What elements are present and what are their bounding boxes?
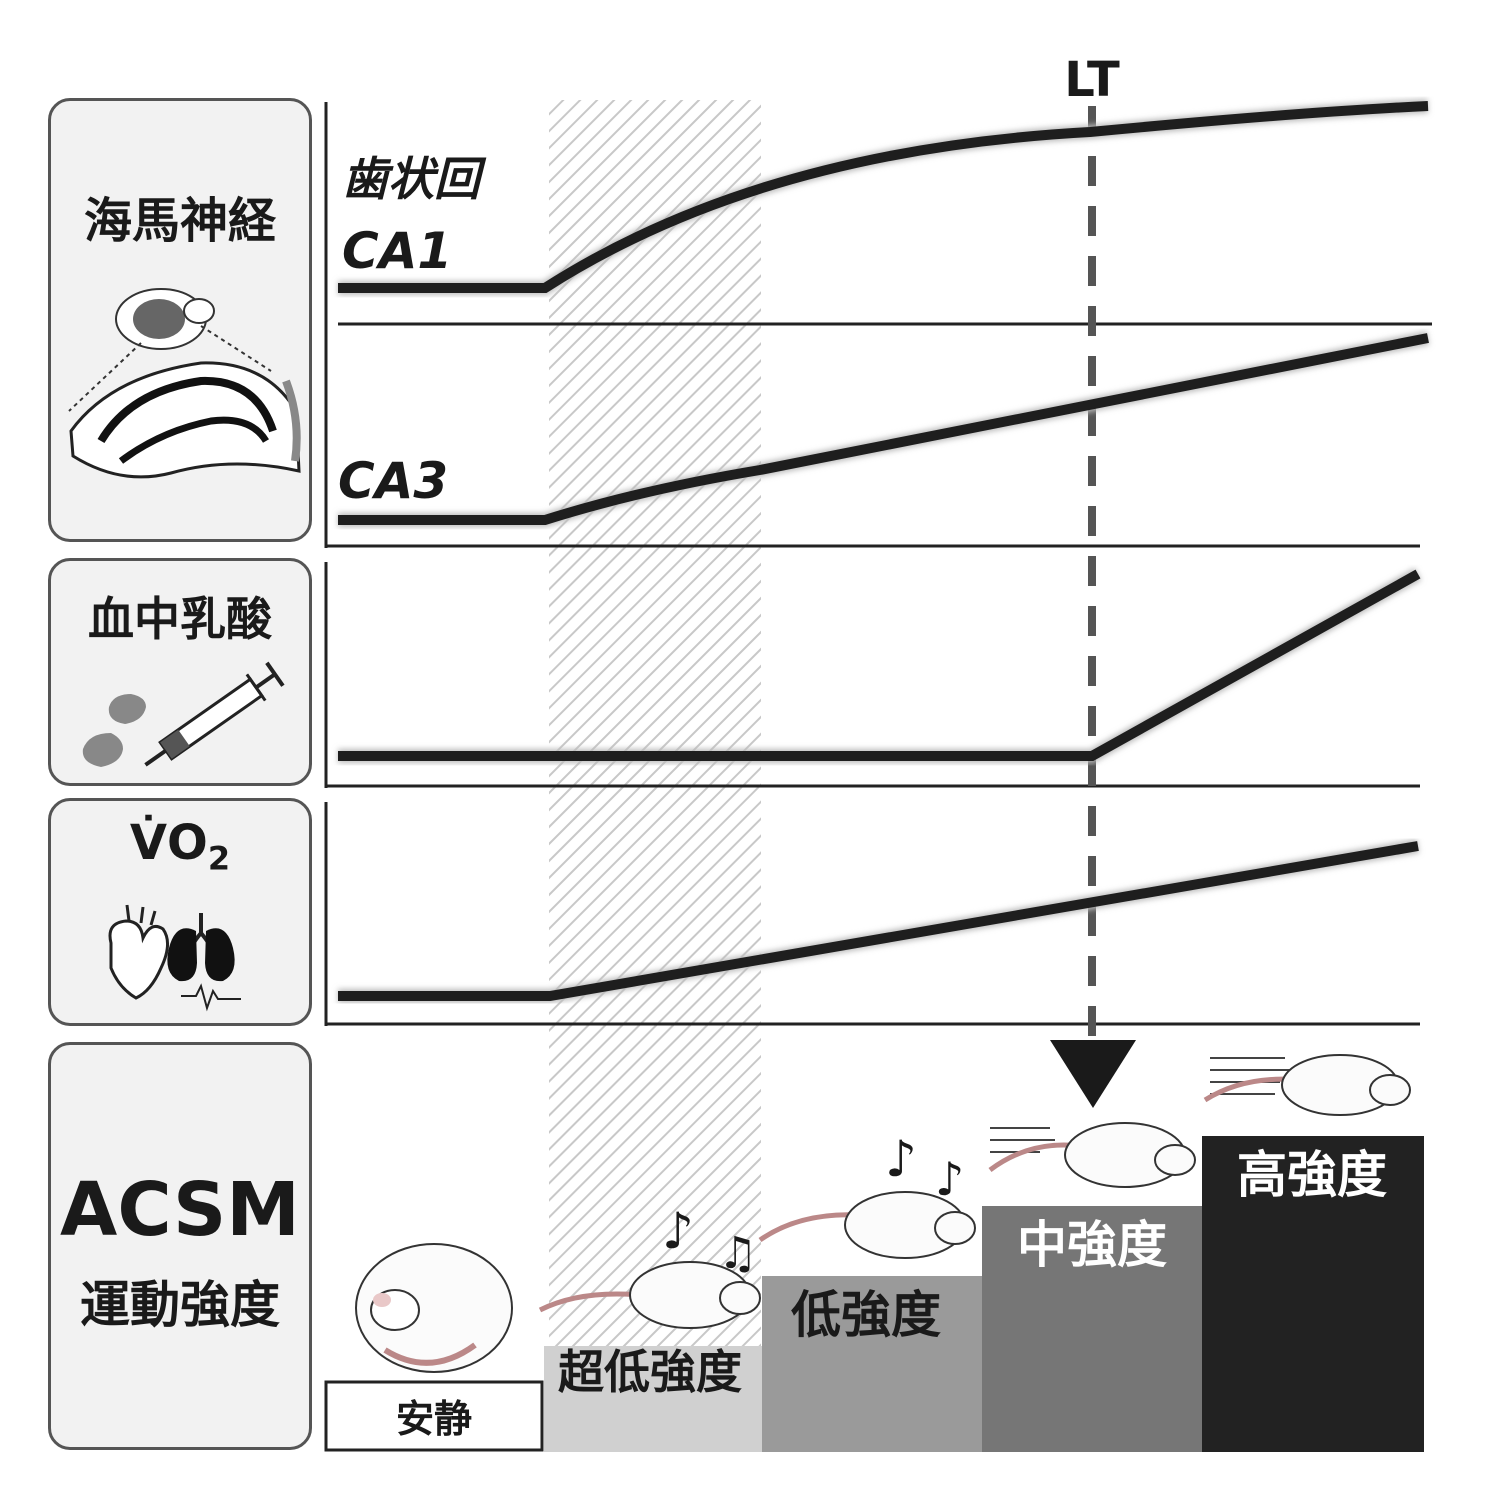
- rat-high-icon: [1203, 1054, 1411, 1116]
- hippocampus-panel: 海馬神経: [48, 98, 312, 542]
- brain-hippocampus-icon: [68, 288, 301, 479]
- curve-lactate: [338, 567, 1422, 763]
- blood-syringe-icon: [82, 661, 285, 767]
- curve-vo2: [338, 839, 1420, 1003]
- svg-text:♫: ♫: [718, 1228, 757, 1279]
- rat-low-icon: ♪ ♪: [758, 1130, 976, 1259]
- rat-moderate-icon: [988, 1122, 1196, 1188]
- bar-high: [1202, 1136, 1424, 1452]
- label-rest: 安静: [396, 1397, 472, 1441]
- region-ca1: CA1: [342, 222, 452, 280]
- bar-ultra-low: [544, 1346, 762, 1452]
- svg-text:♪: ♪: [885, 1130, 917, 1188]
- heart-lungs-icon: [108, 904, 241, 1012]
- hippocampus-label: 海馬神経: [83, 193, 276, 249]
- curve-ca3: [338, 331, 1430, 527]
- label-high: 高強度: [1237, 1146, 1387, 1204]
- vo2-label: V̇O2: [51, 815, 309, 878]
- svg-text:♪: ♪: [935, 1152, 964, 1206]
- acsm-label: ACSM: [60, 1167, 300, 1253]
- label-ultra-low: 超低強度: [558, 1345, 742, 1399]
- region-ca3: CA3: [338, 452, 448, 510]
- rat-resting-icon: [355, 1243, 513, 1373]
- lactate-label: 血中乳酸: [88, 592, 272, 646]
- bar-low: [762, 1276, 982, 1452]
- label-low: 低強度: [791, 1286, 941, 1344]
- label-moderate: 中強度: [1017, 1216, 1167, 1274]
- curve-dg-ca1: [338, 99, 1429, 295]
- lt-label: LT: [1064, 52, 1120, 108]
- bar-moderate: [982, 1206, 1202, 1452]
- rat-ultra-low-icon: ♪ ♫: [538, 1202, 761, 1329]
- acsm-panel: ACSM 運動強度: [48, 1042, 312, 1450]
- lt-arrowhead: [1050, 1040, 1136, 1108]
- vo2-label-sub: 2: [207, 839, 231, 878]
- intensity-label: 運動強度: [80, 1276, 280, 1334]
- ultra-low-band: [549, 100, 761, 1348]
- region-dentate: 歯状回: [342, 152, 487, 206]
- vo2-panel: V̇O2: [48, 798, 312, 1026]
- lactate-panel: 血中乳酸: [48, 558, 312, 786]
- vo2-label-main: V̇O: [129, 815, 208, 871]
- svg-text:♪: ♪: [662, 1202, 694, 1260]
- bar-rest: [324, 1380, 544, 1452]
